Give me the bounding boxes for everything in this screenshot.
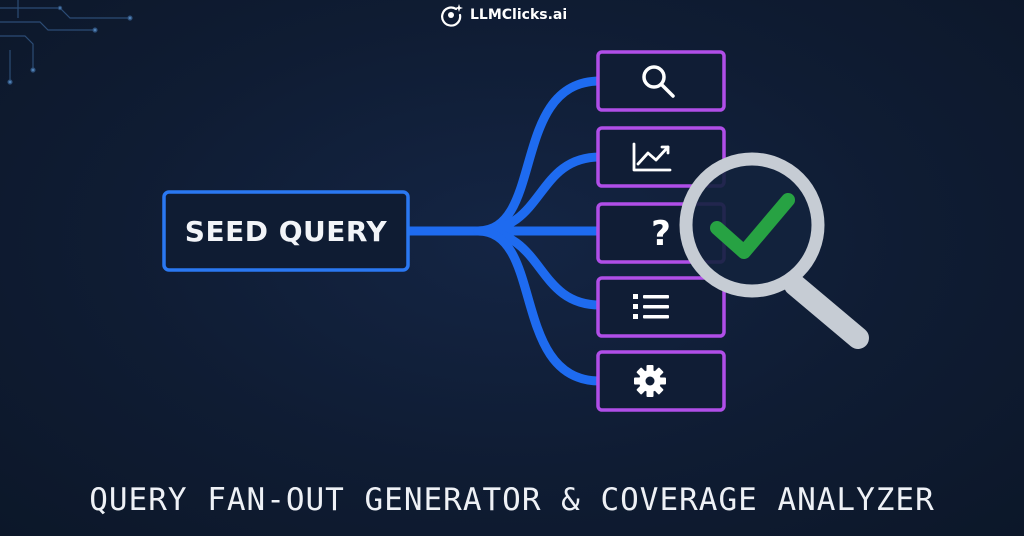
page-title: QUERY FAN-OUT GENERATOR & COVERAGE ANALY… bbox=[89, 482, 935, 518]
check-mark-icon bbox=[710, 193, 795, 259]
sparkle-logo-icon bbox=[441, 4, 463, 27]
fan-out-connectors bbox=[403, 76, 605, 386]
branch-box-chart bbox=[596, 126, 726, 188]
list-icon bbox=[633, 294, 669, 319]
branch-box-search bbox=[596, 50, 726, 112]
circuit-decoration bbox=[0, 0, 133, 85]
chart-icon bbox=[632, 142, 672, 172]
brand: LLMClicks.ai bbox=[440, 2, 567, 28]
seed-query-label: SEED QUERY bbox=[184, 214, 388, 248]
search-icon bbox=[642, 65, 675, 98]
seed-query-box bbox=[162, 190, 410, 272]
question-icon: ? bbox=[651, 214, 671, 254]
brand-name: LLMClicks.ai bbox=[470, 7, 568, 23]
gear-icon bbox=[634, 365, 666, 397]
magnifier-check-icon bbox=[679, 152, 869, 349]
